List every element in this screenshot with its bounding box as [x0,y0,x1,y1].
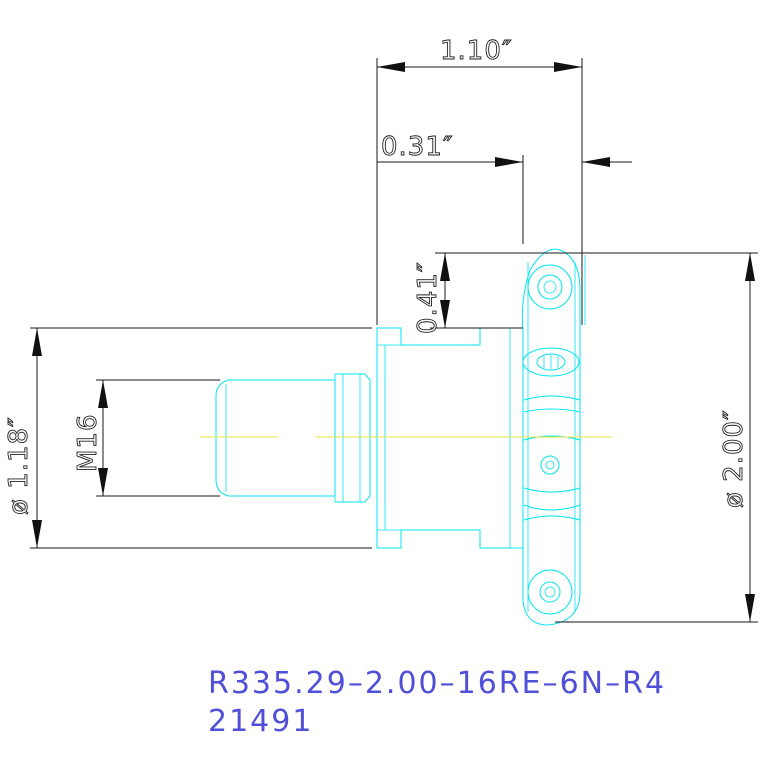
dim-cutter-diameter: ø 2.00″ [555,253,758,623]
label-thread: M16 [73,413,103,472]
label-cutter-depth: 0.41″ [413,261,443,334]
part-info: R335.29–2.00–16RE–6N–R4 21491 [208,666,666,739]
dim-cutter-depth: 0.41″ [413,252,758,334]
dim-offset: 0.31″ [377,132,632,244]
part-number: R335.29–2.00–16RE–6N–R4 [208,666,666,701]
threaded-shank [215,373,371,503]
label-overall-length: 1.10″ [440,36,513,66]
label-shank-diameter: ø 1.18″ [4,416,34,515]
label-offset: 0.31″ [381,132,454,162]
cutter-body [376,327,524,549]
dim-thread: M16 [73,379,220,497]
part-id: 21491 [208,704,313,739]
dim-overall-length: 1.10″ [376,36,583,325]
label-cutter-diameter: ø 2.00″ [719,409,749,508]
dim-shank-diameter: ø 1.18″ [4,327,372,549]
